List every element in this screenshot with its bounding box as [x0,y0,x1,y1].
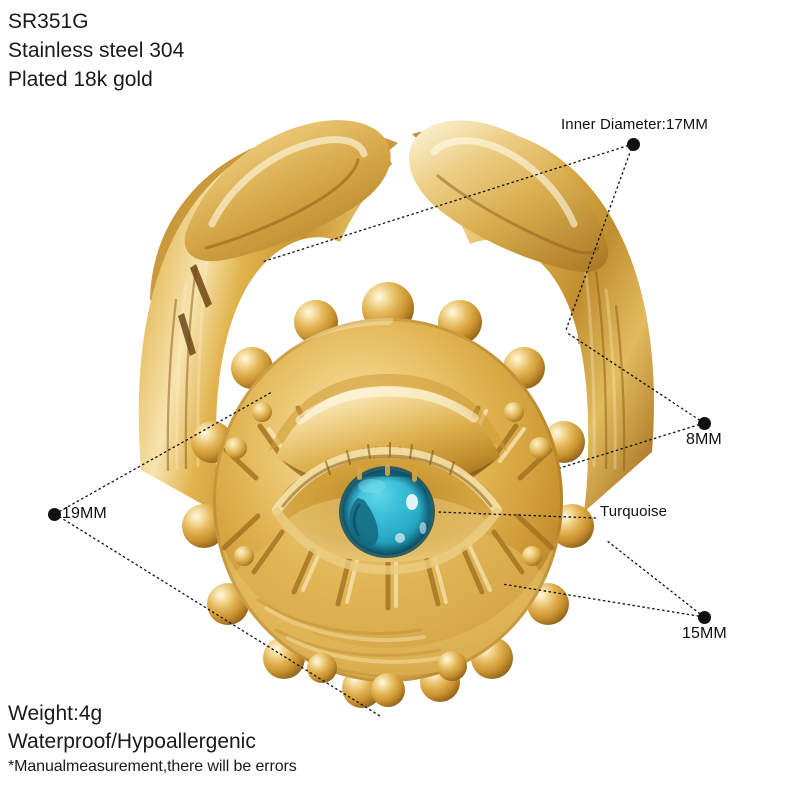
product-weight: Weight:4g [8,702,103,725]
callout-face-height-label: 19MM [62,505,107,522]
callout-turquoise-label: Turquoise [600,503,668,520]
product-material: Stainless steel 304 [8,38,185,62]
product-features: Waterproof/Hypoallergenic [8,729,256,753]
turquoise-cabochon [339,466,435,558]
product-sku: SR351G [8,10,89,33]
measurement-disclaimer: *Manualmeasurement,there will be errors [8,757,297,775]
product-spec-top: SR351G Stainless steel 304 Plated 18k go… [8,8,184,95]
callout-band-width-marker [698,417,711,430]
callout-inner-diameter-marker [627,138,640,151]
callout-face-width-label: 15MM [682,625,727,642]
product-spec-bottom: Weight:4g Waterproof/Hypoallergenic *Man… [8,700,297,777]
callout-band-width-label: 8MM [686,431,722,448]
callout-face-height-marker [48,508,61,521]
callout-inner-diameter-label: Inner Diameter:17MM [561,116,708,133]
product-plating: Plated 18k gold [8,67,153,91]
callout-face-width-marker [698,611,711,624]
